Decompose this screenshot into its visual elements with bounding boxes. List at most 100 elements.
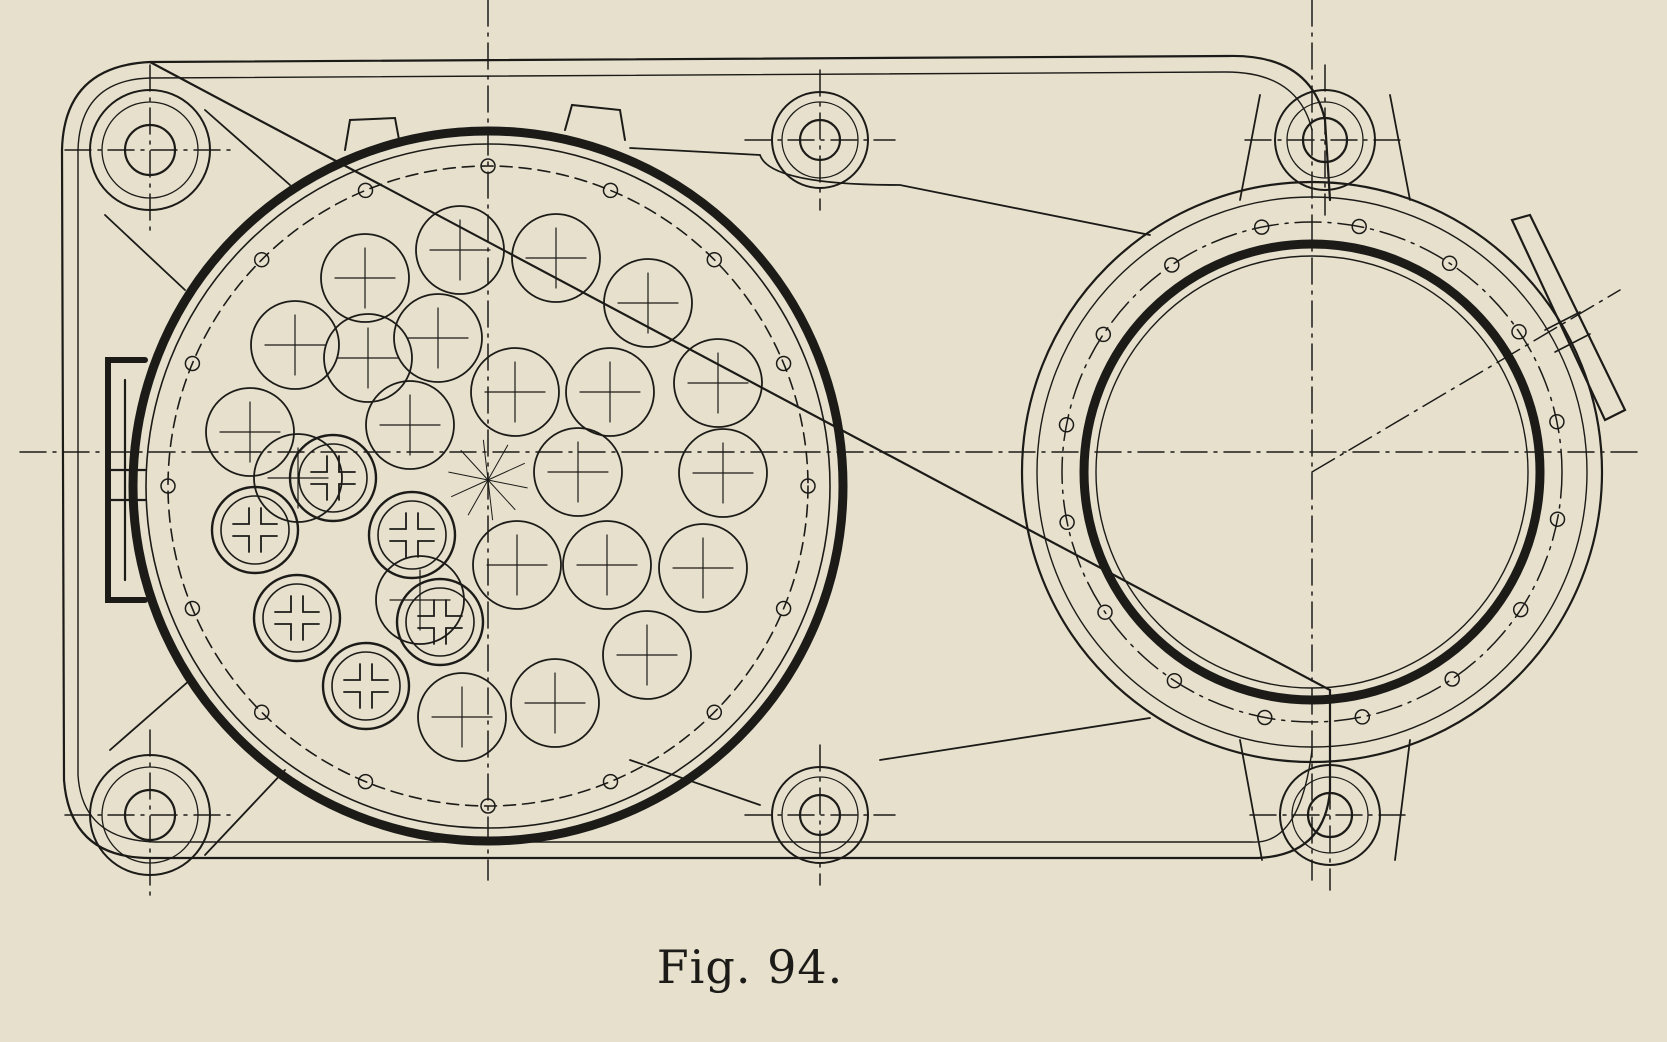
flange-bolt-hole [1354,709,1371,725]
upper-lug-web [104,109,291,291]
bolt-hole [184,600,201,617]
radial-line [487,479,494,521]
flange-outer [1020,180,1604,764]
tube-hole [393,293,483,383]
flange-bolt-hole [1512,601,1529,618]
tube-hole [658,523,748,613]
tube-hole [417,672,507,762]
bolt-hole [253,704,270,721]
bolt-hole [357,773,374,790]
flange-bolt-hole [1511,324,1527,340]
bolt-hole [357,182,374,199]
flange-bolt-hole [1166,672,1183,689]
tube-hole [673,338,763,428]
stay-ring [367,490,457,580]
tube-hole [472,520,562,610]
radial-line [487,444,509,481]
base-plate-inner-outline [77,71,1313,843]
stay-ring [210,485,300,575]
tube-hole [510,658,600,748]
radial-line [460,450,489,481]
flange-diagonal [1311,289,1621,473]
stay-cross [417,599,463,645]
lug-boss-inner [1291,776,1369,854]
base-plate-outline [60,54,1332,860]
radial-line [487,462,525,481]
flange-bolt-hole [1095,326,1112,343]
bolt-hole [184,355,201,372]
tube-hole [533,427,623,517]
tube-hole [562,520,652,610]
stay-ring [288,433,378,523]
stay-ring-inner [298,443,368,513]
bolt-hole [706,704,723,721]
stay-ring [321,641,411,731]
bolt-hole [775,600,792,617]
tube-hole [323,313,413,403]
stay-ring-inner [377,500,447,570]
stay-ring [395,577,485,667]
bolt-hole [800,478,816,494]
tube-hole [602,610,692,700]
door-hinge-outer [105,357,148,603]
door-hinge-detail [106,378,147,582]
radial-line [451,479,489,498]
flange-bolt-hole [1257,709,1273,726]
stay-cross [274,595,320,641]
flange-bolt-hole [1058,417,1075,433]
tube-hole [320,233,410,323]
stay-cross [310,455,356,501]
stay-cross [343,663,389,709]
flange-bolt-hole [1549,511,1566,527]
radial-line [448,471,489,481]
bolt-circle [167,165,809,807]
tube-hole [470,347,560,437]
lower-link-web [629,717,1151,806]
bolt-hole [253,251,270,268]
flange-bolt-hole [1097,604,1113,620]
bolt-hole [706,251,723,268]
lower-lug-web [109,679,286,856]
radial-line [467,479,489,516]
drum-shell [128,126,848,846]
flange-bolt-hole [1549,413,1565,430]
side-lever [1510,213,1627,422]
flange-bolt-hole [1441,255,1458,272]
bolt-hole [602,773,619,790]
tube-hole [565,347,655,437]
lug-boss-inner [1286,101,1364,179]
bolt-hole [602,182,619,199]
bolt-hole [480,798,496,814]
flange-bolt-hole [1351,218,1367,235]
lower-right-lug-web [1239,739,1411,861]
top-nozzle-left [344,116,401,151]
stay-ring-inner [331,651,401,721]
upper-link-web [629,147,1151,236]
tube-hole [375,555,465,645]
flange-inner-edge [1036,196,1588,748]
side-lever-pin [1544,311,1591,353]
stay-cross [389,512,435,558]
bore-ring [1079,239,1545,705]
bore-ring-inner [1095,255,1529,689]
flange-bolt-circle [1061,221,1563,723]
stay-ring-inner [220,495,290,565]
tube-hole [250,300,340,390]
tube-hole [511,213,601,303]
stay-ring-inner [262,583,332,653]
stay-ring-inner [405,587,475,657]
upper-right-lug-web [1239,94,1411,201]
bolt-hole [480,158,496,174]
tube-hole [678,428,768,518]
flange-bolt-hole [1059,514,1075,531]
tube-hole [205,387,295,477]
radial-line [487,479,516,510]
flange-bolt-hole [1253,219,1270,235]
figure-caption: Fig. 94. [656,940,844,994]
tube-hole [603,258,693,348]
tube-hole [365,380,455,470]
stay-cross [232,507,278,553]
radial-line [487,479,528,489]
bolt-hole [160,478,176,494]
